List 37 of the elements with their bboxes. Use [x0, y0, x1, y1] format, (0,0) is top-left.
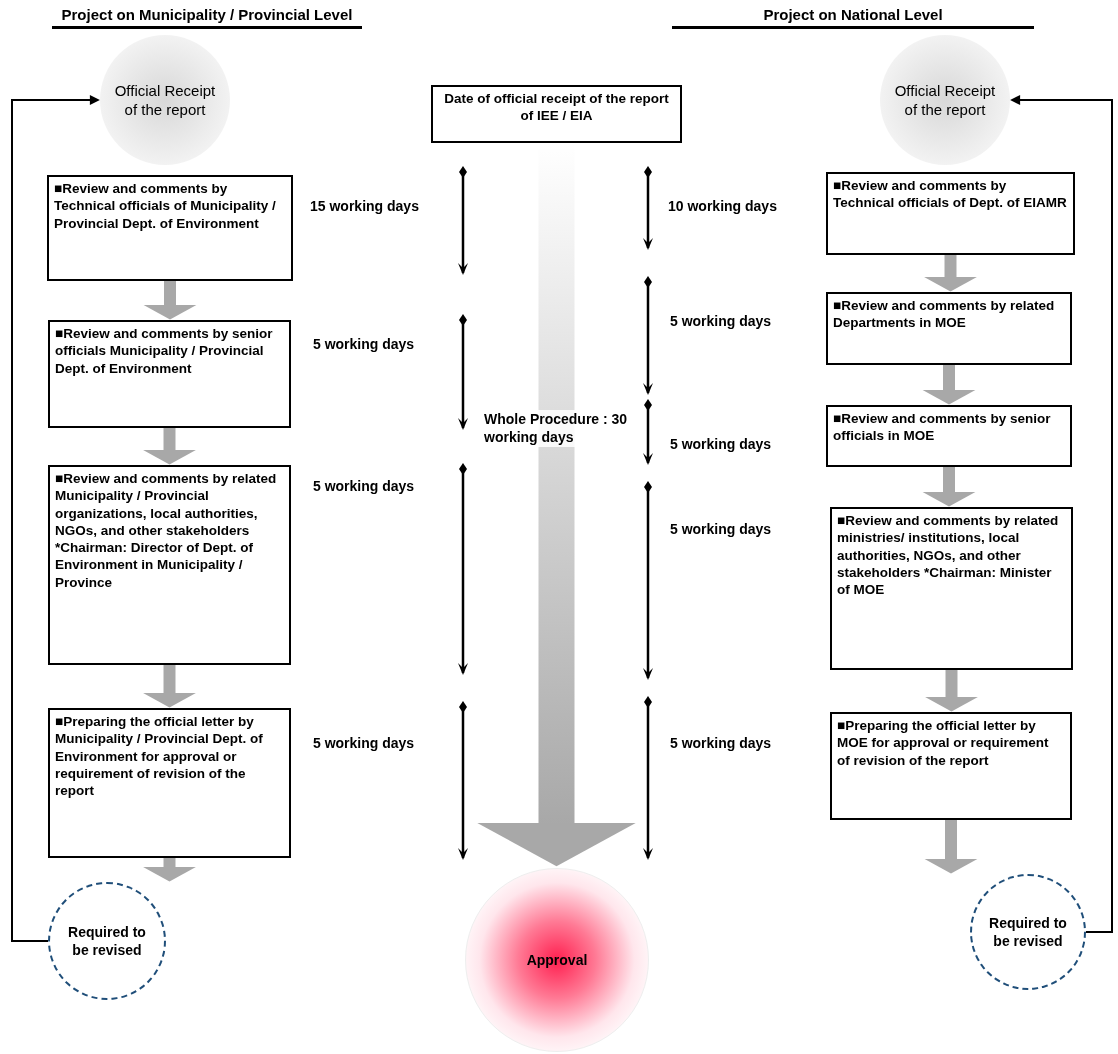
process-box: ■Review and comments by senior officials in MOE — [826, 405, 1072, 467]
duration-label: 5 working days — [670, 521, 772, 537]
process-box: ■Review and comments by related Departments in MOE — [826, 292, 1072, 365]
block-arrow — [143, 665, 196, 708]
date-box: Date of official receipt of the report of IEE / EIA — [431, 85, 682, 143]
receipt-circle: Official Receipt of the report — [880, 35, 1010, 165]
block-arrow — [924, 255, 977, 292]
block-arrow — [143, 281, 197, 320]
revision-circle: Required to be revised — [48, 882, 166, 1000]
duration-label: 5 working days — [313, 735, 415, 751]
process-box: ■Preparing the official letter by MOE for approval or requirement of revision of the report — [830, 712, 1072, 820]
connector-arrow — [11, 95, 100, 942]
duration-label: 15 working days — [310, 198, 419, 214]
approval-circle: Approval — [465, 868, 649, 1052]
process-box: ■Review and comments by related ministries/ institutions, local authorities, NGOs, and other stakeholders *Chairman: Minister of MOE — [830, 507, 1073, 670]
block-arrow — [143, 858, 196, 882]
block-arrow — [143, 428, 196, 465]
connector-arrow — [1010, 95, 1113, 933]
process-box: ■Review and comments by senior officials Municipality / Provincial Dept. of Environment — [48, 320, 291, 428]
process-box: ■Review and comments by Technical officials of Municipality / Provincial Dept. of Environment — [47, 175, 293, 281]
duration-label: 5 working days — [670, 313, 772, 329]
duration-label: 5 working days — [670, 436, 772, 452]
process-box: ■Review and comments by Technical officials of Dept. of EIAMR — [826, 172, 1075, 255]
block-arrow — [922, 365, 976, 405]
section-heading: Project on Municipality / Provincial Level — [52, 6, 362, 29]
duration-label: 10 working days — [668, 198, 777, 214]
section-heading: Project on National Level — [672, 6, 1034, 29]
receipt-circle: Official Receipt of the report — [100, 35, 230, 165]
duration-label: 5 working days — [670, 735, 772, 751]
revision-circle: Required to be revised — [970, 874, 1086, 990]
block-arrow — [925, 670, 978, 712]
process-box: ■Preparing the official letter by Municipality / Provincial Dept. of Environment for approval or requirement of revision of the report — [48, 708, 291, 858]
block-arrow — [922, 467, 976, 507]
duration-label: 5 working days — [313, 478, 415, 494]
duration-label: 5 working days — [313, 336, 415, 352]
process-box: ■Review and comments by related Municipality / Provincial organizations, local authorities, NGOs, and other stakeholders *Chairman: Director of Dept. of Environment in Municipality / Province — [48, 465, 291, 665]
block-arrow — [924, 820, 978, 874]
